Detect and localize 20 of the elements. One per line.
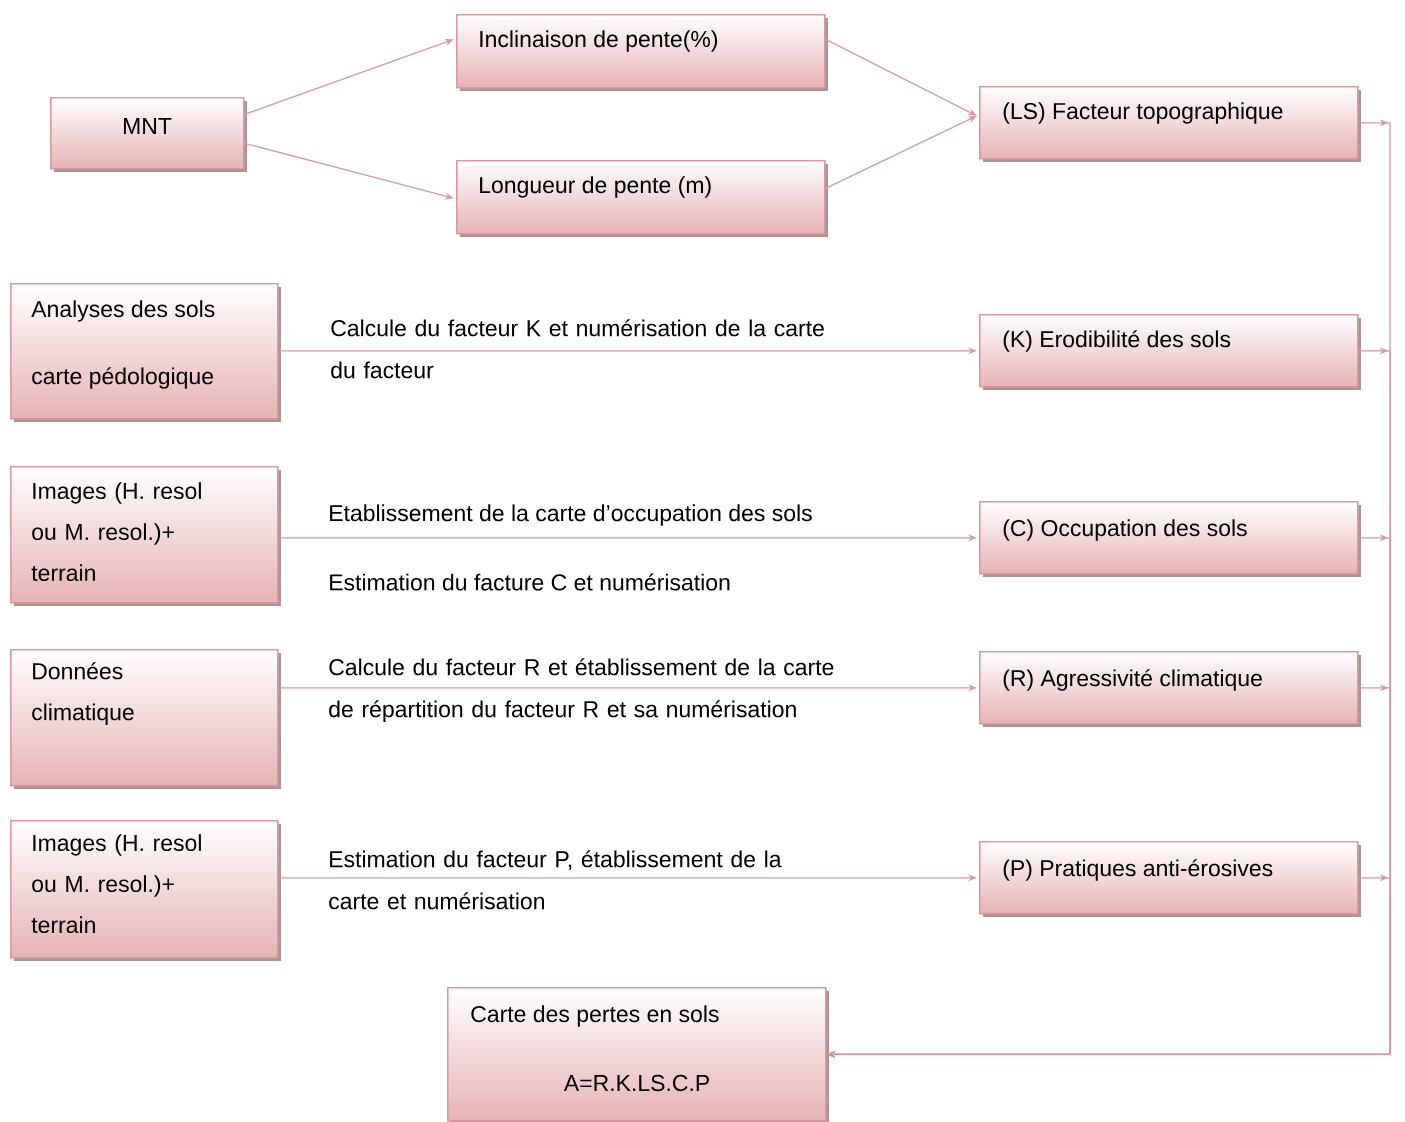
process-box: MNT xyxy=(50,97,247,172)
process-box: (K) Erodibilité des sols xyxy=(979,314,1361,390)
arrow xyxy=(824,115,977,189)
process-box: (P) Pratiques anti-érosives xyxy=(979,841,1361,917)
process-box: Longueur de pente (m) xyxy=(456,160,828,237)
edge-label: Etablissement de la carte d’occupation des sols xyxy=(330,504,812,526)
process-box: (LS) Facteur topographique xyxy=(979,86,1361,162)
process-box: Inclinaison de pente(%) xyxy=(456,14,828,91)
process-box: Carte des pertes en sols A=R.K.LS.C.P xyxy=(447,987,829,1122)
process-box: (R) Agressivité climatique xyxy=(979,651,1361,727)
process-box: Données climatique xyxy=(10,649,281,789)
process-box: Images (H. resol ou M. resol.)+ terrain xyxy=(10,820,281,961)
process-box: Analyses des sols carte pédologique xyxy=(10,283,281,422)
edge-label: Estimation du facteur P, établissement de la carte et numérisation xyxy=(329,850,782,910)
note-text: Estimation du facture C et numérisation xyxy=(330,573,730,591)
process-box: Images (H. resol ou M. resol.)+ terrain xyxy=(10,466,281,606)
arrow xyxy=(824,38,977,116)
edge-label: Calcule du facteur R et établissement de la carte de répartition du facteur R et sa numérisation xyxy=(329,658,834,722)
process-box: (C) Occupation des sols xyxy=(979,501,1361,577)
edge-label: Calcule du facteur K et numérisation de la carte du facteur xyxy=(331,319,824,379)
